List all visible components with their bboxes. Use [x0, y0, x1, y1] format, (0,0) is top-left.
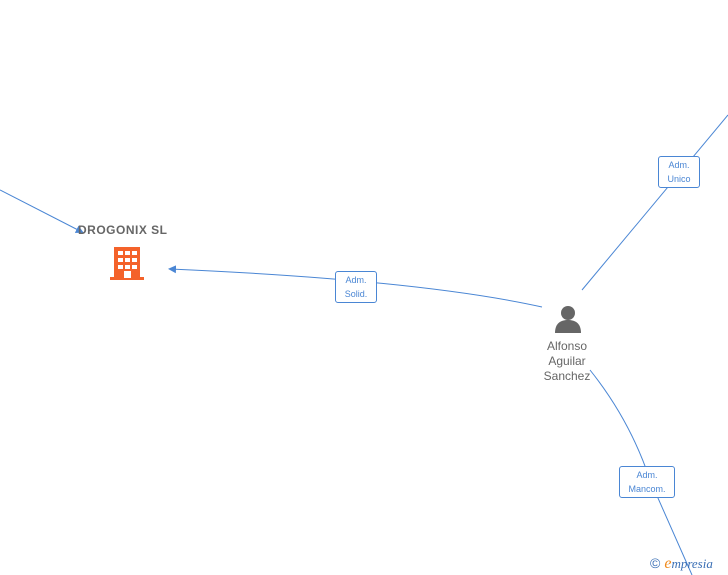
brand-initial: e [664, 555, 672, 572]
person-name-line: Alfonso [546, 339, 588, 353]
empresia-watermark: ©empresia [650, 555, 713, 573]
copyright-symbol: © [650, 555, 661, 571]
edge-label-line: Adm. [636, 470, 658, 480]
edge-label-adm-unico[interactable]: Adm. Unico [658, 156, 700, 188]
edge-label-adm-solid[interactable]: Adm. Solid. [335, 271, 377, 303]
edge-label-line: Unico [667, 174, 691, 184]
person-node-label[interactable]: Alfonso Aguilar Sanchez [528, 339, 606, 384]
person-name-line: Aguilar [548, 354, 586, 368]
edge-label-line: Adm. [345, 275, 367, 285]
edge-incoming-to-company [0, 189, 84, 233]
company-node-label[interactable]: DROGONIX SL [78, 223, 168, 237]
edge-label-line: Solid. [344, 289, 368, 299]
person-icon[interactable] [552, 303, 584, 335]
building-icon[interactable] [110, 245, 144, 281]
person-name-line: Sanchez [543, 369, 591, 383]
edge-label-line: Mancom. [628, 484, 666, 494]
edge-label-line: Adm. [668, 160, 690, 170]
edge-label-adm-mancom[interactable]: Adm. Mancom. [619, 466, 675, 498]
edge-adm-unico [581, 114, 728, 291]
edge-adm-solid [168, 265, 543, 308]
brand-name: mpresia [671, 556, 713, 571]
